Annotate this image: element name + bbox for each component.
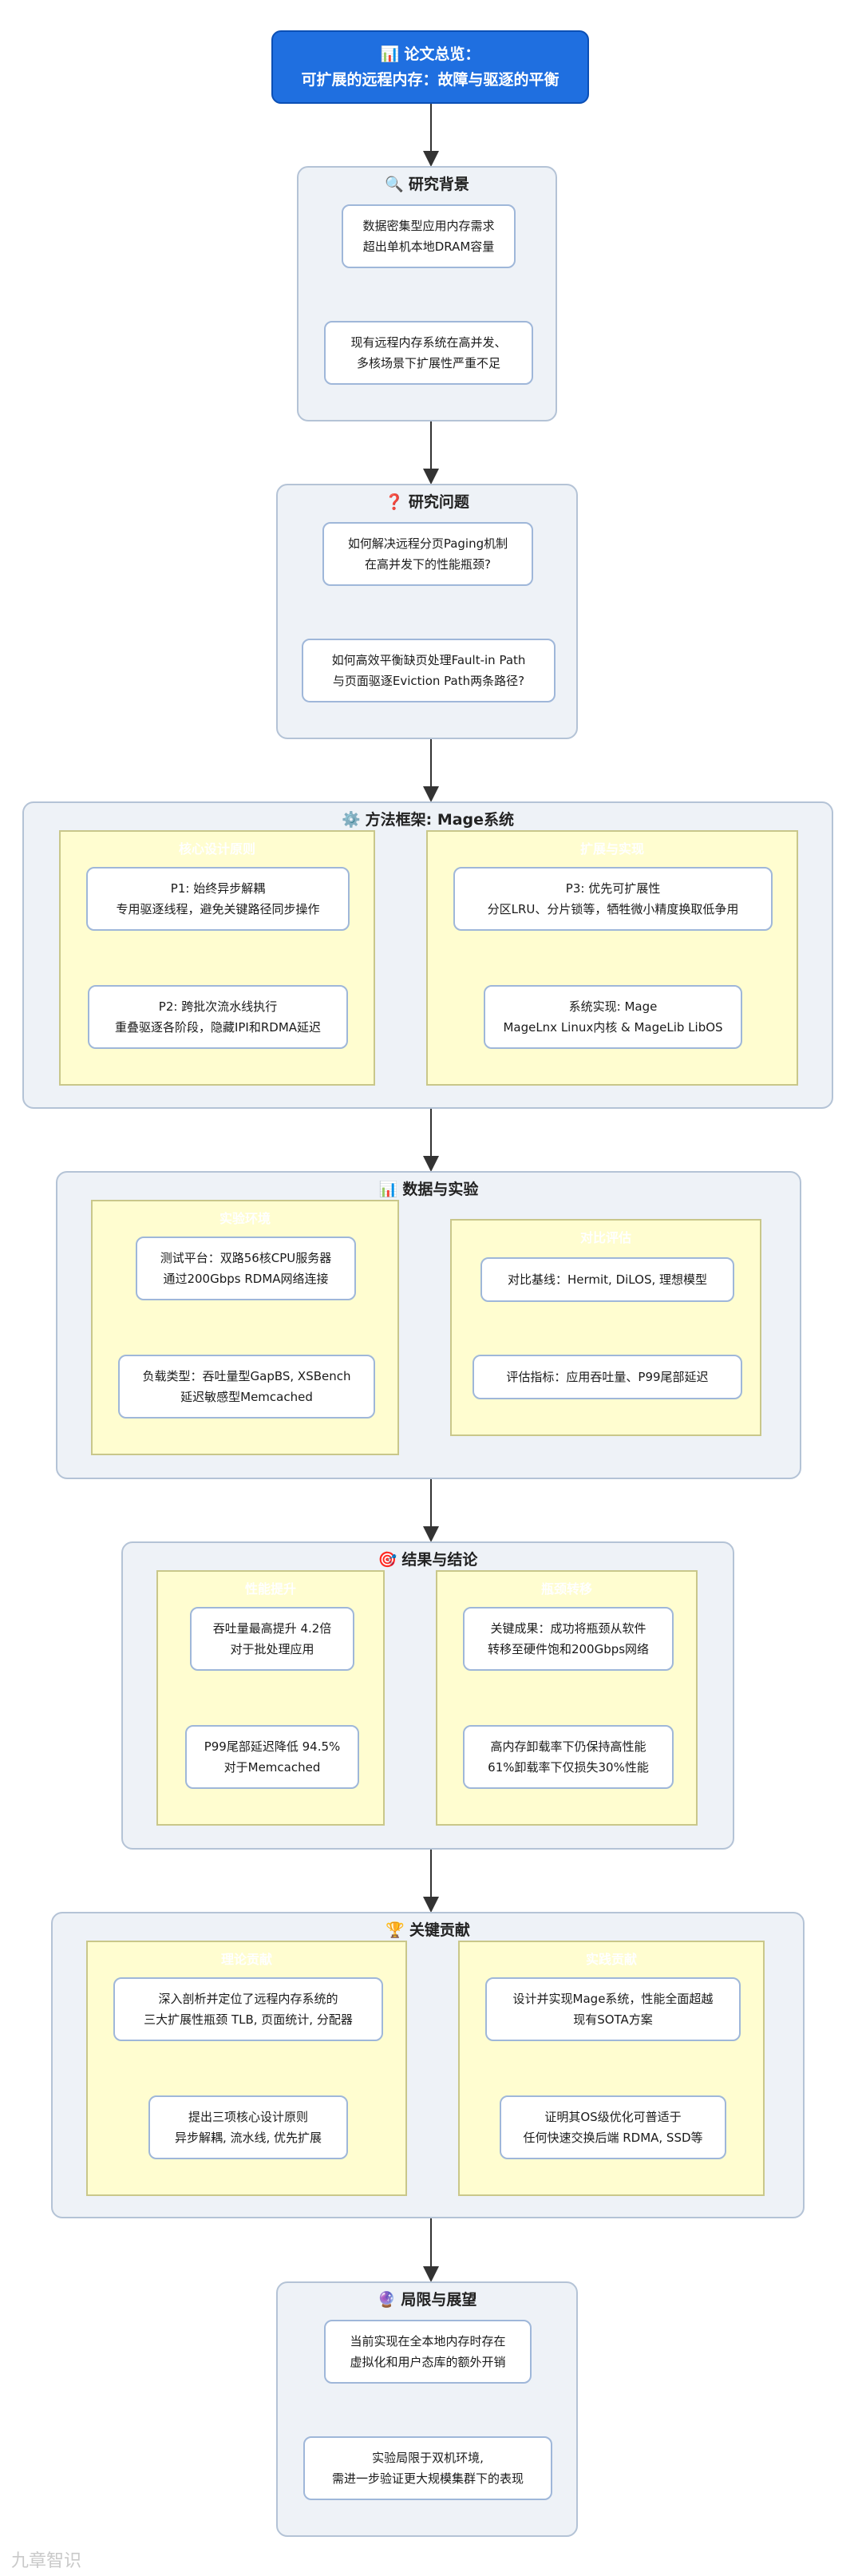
contributions-right-subgroup: 实践贡献 设计并实现Mage系统，性能全面超越现有SOTA方案 证明其OS级优化… <box>458 1941 765 2196</box>
background-cluster: 🔍研究背景 数据密集型应用内存需求超出单机本地DRAM容量 现有远程内存系统在高… <box>297 166 557 421</box>
question-cluster: ❓研究问题 如何解决远程分页Paging机制在高并发下的性能瓶颈? 如何高效平衡… <box>276 484 578 739</box>
results-title: 🎯结果与结论 <box>378 1551 478 1569</box>
limits-title: 🔮局限与展望 <box>377 2291 477 2309</box>
contributions-cluster: 🏆关键贡献 理论贡献 深入剖析并定位了远程内存系统的三大扩展性瓶颈 TLB, 页… <box>51 1912 805 2218</box>
magnifier-icon: 🔍 <box>385 176 404 193</box>
data-left-subgroup: 实验环境 测试平台：双路56核CPU服务器通过200Gbps RDMA网络连接 … <box>91 1200 399 1455</box>
watermark: 九章智识 <box>11 2551 82 2571</box>
question-node-1: 如何解决远程分页Paging机制在高并发下的性能瓶颈? <box>322 522 533 586</box>
tail-latency-node: P99尾部延迟降低 94.5%对于Memcached <box>185 1725 359 1789</box>
crystal-ball-icon: 🔮 <box>377 2291 397 2309</box>
method-left-subtitle: 核心设计原则 <box>178 841 255 857</box>
design-principles-node: 提出三项核心设计原则异步解耦, 流水线, 优先扩展 <box>148 2095 348 2159</box>
method-left-subgroup: 核心设计原则 P1: 始终异步解耦专用驱逐线程，避免关键路径同步操作 P2: 跨… <box>59 830 375 1086</box>
question-mark-icon: ❓ <box>385 493 404 511</box>
data-left-subtitle: 实验环境 <box>219 1211 271 1226</box>
gear-icon: ⚙️ <box>341 811 361 829</box>
principle-p2-node: P2: 跨批次流水线执行重叠驱逐各阶段，隐藏IPI和RDMA延迟 <box>88 985 348 1049</box>
contributions-title: 🏆关键贡献 <box>386 1921 470 1939</box>
bottleneck-shift-node: 关键成果：成功将瓶颈从软件转移至硬件饱和200Gbps网络 <box>463 1607 674 1671</box>
data-right-subgroup: 对比评估 对比基线：Hermit, DiLOS, 理想模型 评估指标：应用吞吐量… <box>450 1219 761 1436</box>
data-cluster: 📊数据与实验 实验环境 测试平台：双路56核CPU服务器通过200Gbps RD… <box>56 1171 801 1479</box>
baseline-node: 对比基线：Hermit, DiLOS, 理想模型 <box>480 1257 734 1302</box>
principle-p1-node: P1: 始终异步解耦专用驱逐线程，避免关键路径同步操作 <box>86 867 350 931</box>
mage-implementation-node: 设计并实现Mage系统，性能全面超越现有SOTA方案 <box>485 1977 741 2041</box>
theory-bottleneck-node: 深入剖析并定位了远程内存系统的三大扩展性瓶颈 TLB, 页面统计, 分配器 <box>113 1977 383 2041</box>
overview-title-line2: 可扩展的远程内存：故障与驱逐的平衡 <box>301 71 560 89</box>
metrics-node: 评估指标：应用吞吐量、P99尾部延迟 <box>473 1355 742 1399</box>
target-icon: 🎯 <box>378 1551 397 1569</box>
background-title: 🔍研究背景 <box>385 176 469 193</box>
generality-node: 证明其OS级优化可普适于任何快速交换后端 RDMA, SSD等 <box>500 2095 726 2159</box>
results-right-subtitle: 瓶颈转移 <box>540 1581 592 1597</box>
data-right-subtitle: 对比评估 <box>579 1230 631 1245</box>
overview-title-line1: 论文总览： <box>404 46 480 63</box>
method-right-subtitle: 扩展与实现 <box>579 841 644 857</box>
limits-cluster: 🔮局限与展望 当前实现在全本地内存时存在虚拟化和用户态库的额外开销 实验局限于双… <box>276 2281 578 2537</box>
method-right-subgroup: 扩展与实现 P3: 优先可扩展性分区LRU、分片锁等，牺牲微小精度换取低争用 系… <box>426 830 798 1086</box>
limit-overhead-node: 当前实现在全本地内存时存在虚拟化和用户态库的额外开销 <box>324 2320 532 2384</box>
chart-icon: 📊 <box>378 1181 398 1198</box>
contributions-left-subgroup: 理论贡献 深入剖析并定位了远程内存系统的三大扩展性瓶颈 TLB, 页面统计, 分… <box>86 1941 407 2196</box>
background-node-1: 数据密集型应用内存需求超出单机本地DRAM容量 <box>342 204 516 268</box>
overview-title-box: 📊论文总览： 可扩展的远程内存：故障与驱逐的平衡 <box>271 30 589 104</box>
contributions-right-subtitle: 实践贡献 <box>585 1952 637 1967</box>
throughput-node: 吞吐量最高提升 4.2倍对于批处理应用 <box>190 1607 354 1671</box>
contributions-left-subtitle: 理论贡献 <box>220 1952 272 1967</box>
limit-scale-node: 实验局限于双机环境,需进一步验证更大规模集群下的表现 <box>303 2436 552 2500</box>
background-node-2: 现有远程内存系统在高并发、多核场景下扩展性严重不足 <box>324 321 533 385</box>
method-title: ⚙️方法框架: Mage系统 <box>341 811 515 829</box>
chart-icon: 📊 <box>380 46 400 63</box>
method-cluster: ⚙️方法框架: Mage系统 核心设计原则 P1: 始终异步解耦专用驱逐线程，避… <box>22 801 833 1109</box>
results-left-subtitle: 性能提升 <box>244 1581 296 1597</box>
principle-p3-node: P3: 优先可扩展性分区LRU、分片锁等，牺牲微小精度换取低争用 <box>453 867 773 931</box>
question-title: ❓研究问题 <box>385 493 469 511</box>
data-title: 📊数据与实验 <box>378 1181 479 1198</box>
trophy-icon: 🏆 <box>386 1921 405 1939</box>
results-cluster: 🎯结果与结论 性能提升 吞吐量最高提升 4.2倍对于批处理应用 P99尾部延迟降… <box>121 1541 734 1850</box>
results-left-subgroup: 性能提升 吞吐量最高提升 4.2倍对于批处理应用 P99尾部延迟降低 94.5%… <box>156 1570 385 1826</box>
testbed-node: 测试平台：双路56核CPU服务器通过200Gbps RDMA网络连接 <box>136 1237 356 1300</box>
results-right-subgroup: 瓶颈转移 关键成果：成功将瓶颈从软件转移至硬件饱和200Gbps网络 高内存卸载… <box>436 1570 698 1826</box>
